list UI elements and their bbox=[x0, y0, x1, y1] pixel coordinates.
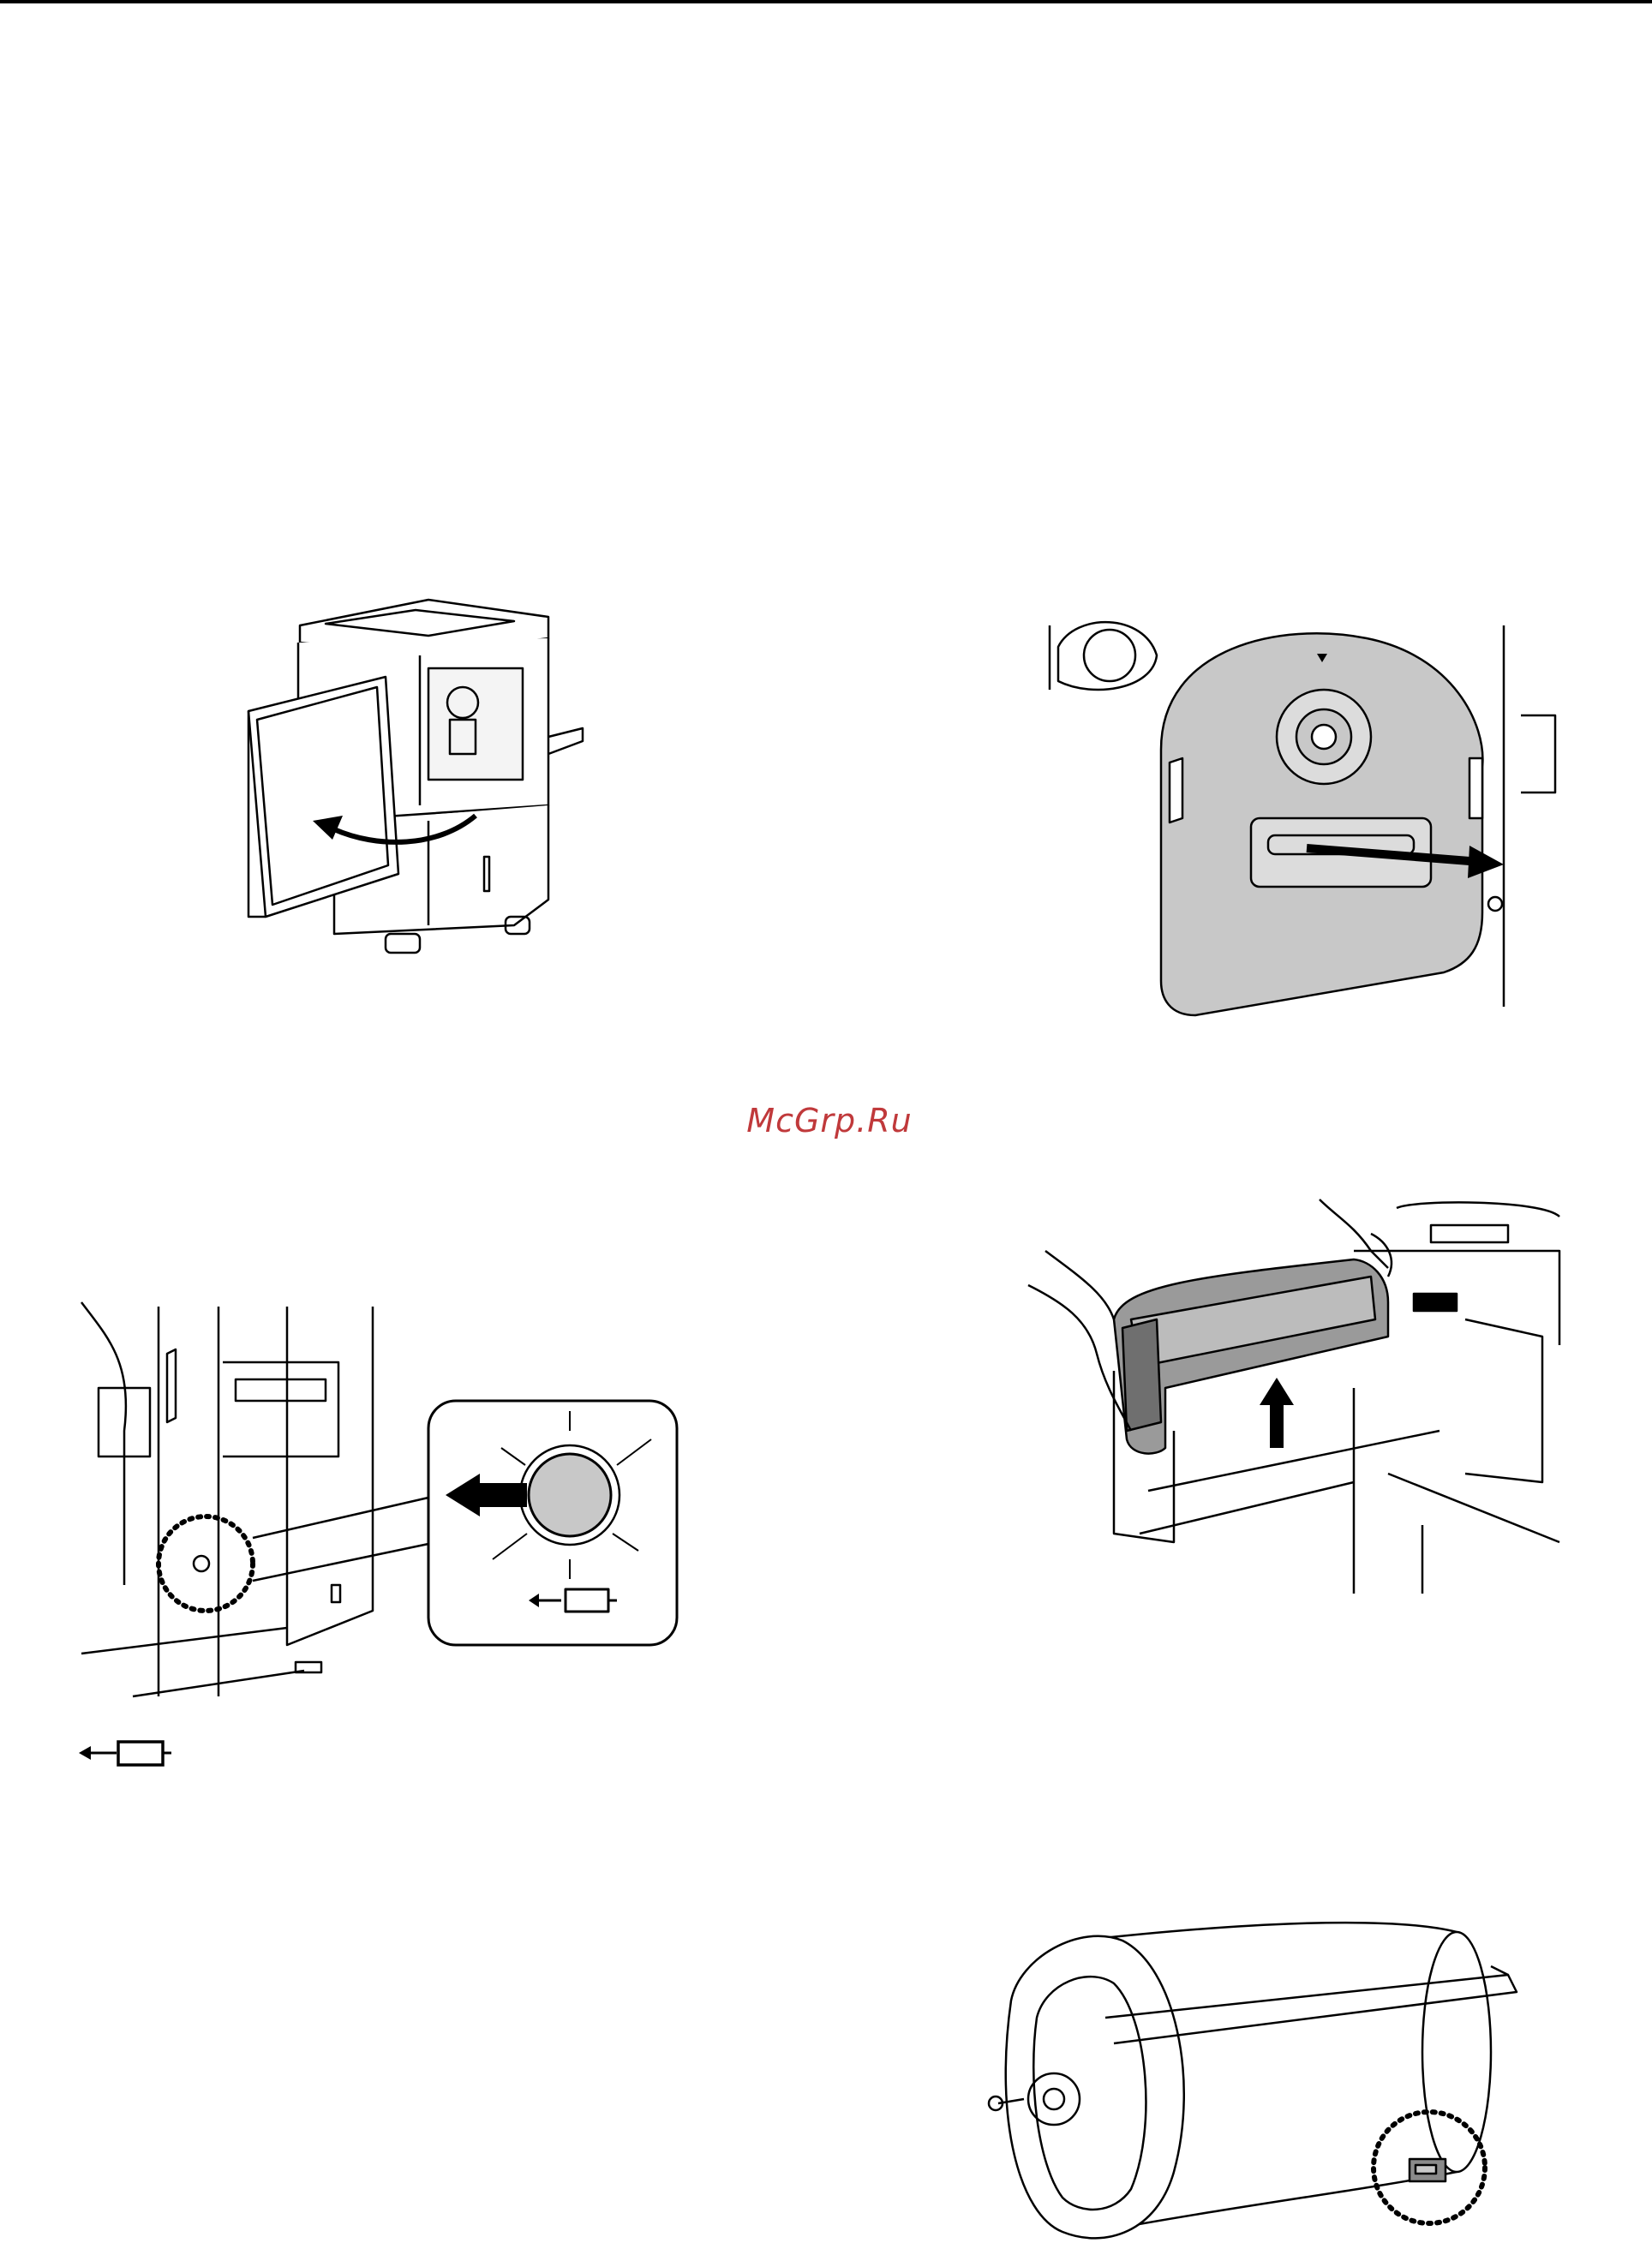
watermark-text: McGrp.Ru bbox=[744, 1102, 915, 1139]
machine-front-door-open-illustration bbox=[231, 591, 591, 985]
drum-unit-illustration bbox=[977, 1906, 1534, 2249]
drum-handle-pull-illustration bbox=[1041, 621, 1564, 1024]
figure-pull-drum-handle bbox=[1041, 621, 1564, 1024]
figure-remove-drum bbox=[1028, 1199, 1568, 1602]
drum-release-button-illustration bbox=[81, 1302, 681, 1696]
drum-release-symbol bbox=[79, 1738, 173, 1768]
figure-drum-release-button bbox=[81, 1302, 681, 1696]
arrow-left-rectangle-icon bbox=[79, 1738, 173, 1768]
figure-open-front-door bbox=[231, 591, 591, 985]
figure-drum-unit bbox=[977, 1906, 1534, 2249]
page-top-rule bbox=[0, 0, 1652, 3]
lift-drum-out-illustration bbox=[1028, 1199, 1568, 1602]
